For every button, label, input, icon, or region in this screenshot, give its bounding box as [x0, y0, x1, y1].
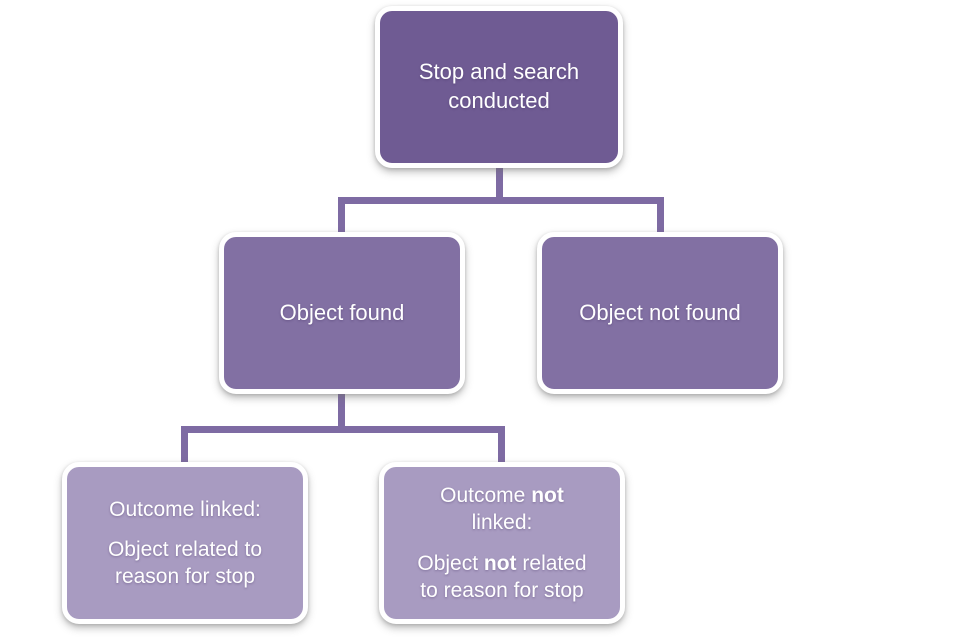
- detail-text-bold: not: [483, 551, 517, 575]
- title-text-bold: not: [531, 483, 564, 507]
- node-stop-and-search-conducted: Stop and search conducted: [375, 6, 623, 168]
- connector-root-crossbar: [338, 197, 664, 204]
- connector-found-left-drop: [181, 426, 188, 471]
- node-root-label: Stop and search conducted: [418, 59, 580, 113]
- connector-root-right-drop: [657, 197, 664, 242]
- node-outcome-linked-detail: Object related to reason for stop: [107, 537, 263, 589]
- node-object-found-label: Object found: [279, 299, 405, 325]
- node-outcome-not-linked: Outcome not linked: Object not related t…: [379, 462, 625, 624]
- detail-text-post: related to reason for stop: [420, 551, 587, 602]
- node-outcome-not-linked-title: Outcome not linked:: [413, 482, 591, 537]
- connector-root-left-drop: [338, 197, 345, 242]
- title-text-pre: Outcome: [440, 483, 532, 507]
- node-outcome-linked: Outcome linked: Object related to reason…: [62, 462, 308, 624]
- node-outcome-not-linked-detail: Object not related to reason for stop: [413, 550, 591, 605]
- node-object-not-found-label: Object not found: [579, 299, 741, 325]
- connector-root-stem: [496, 164, 503, 204]
- detail-text-pre: Object: [417, 551, 484, 575]
- node-outcome-linked-title: Outcome linked:: [109, 497, 261, 521]
- connector-found-crossbar: [181, 426, 505, 433]
- title-text-post: linked:: [471, 511, 533, 535]
- node-object-not-found: Object not found: [537, 232, 783, 394]
- node-object-found: Object found: [219, 232, 465, 394]
- connector-found-stem: [338, 390, 345, 432]
- connector-found-right-drop: [498, 426, 505, 471]
